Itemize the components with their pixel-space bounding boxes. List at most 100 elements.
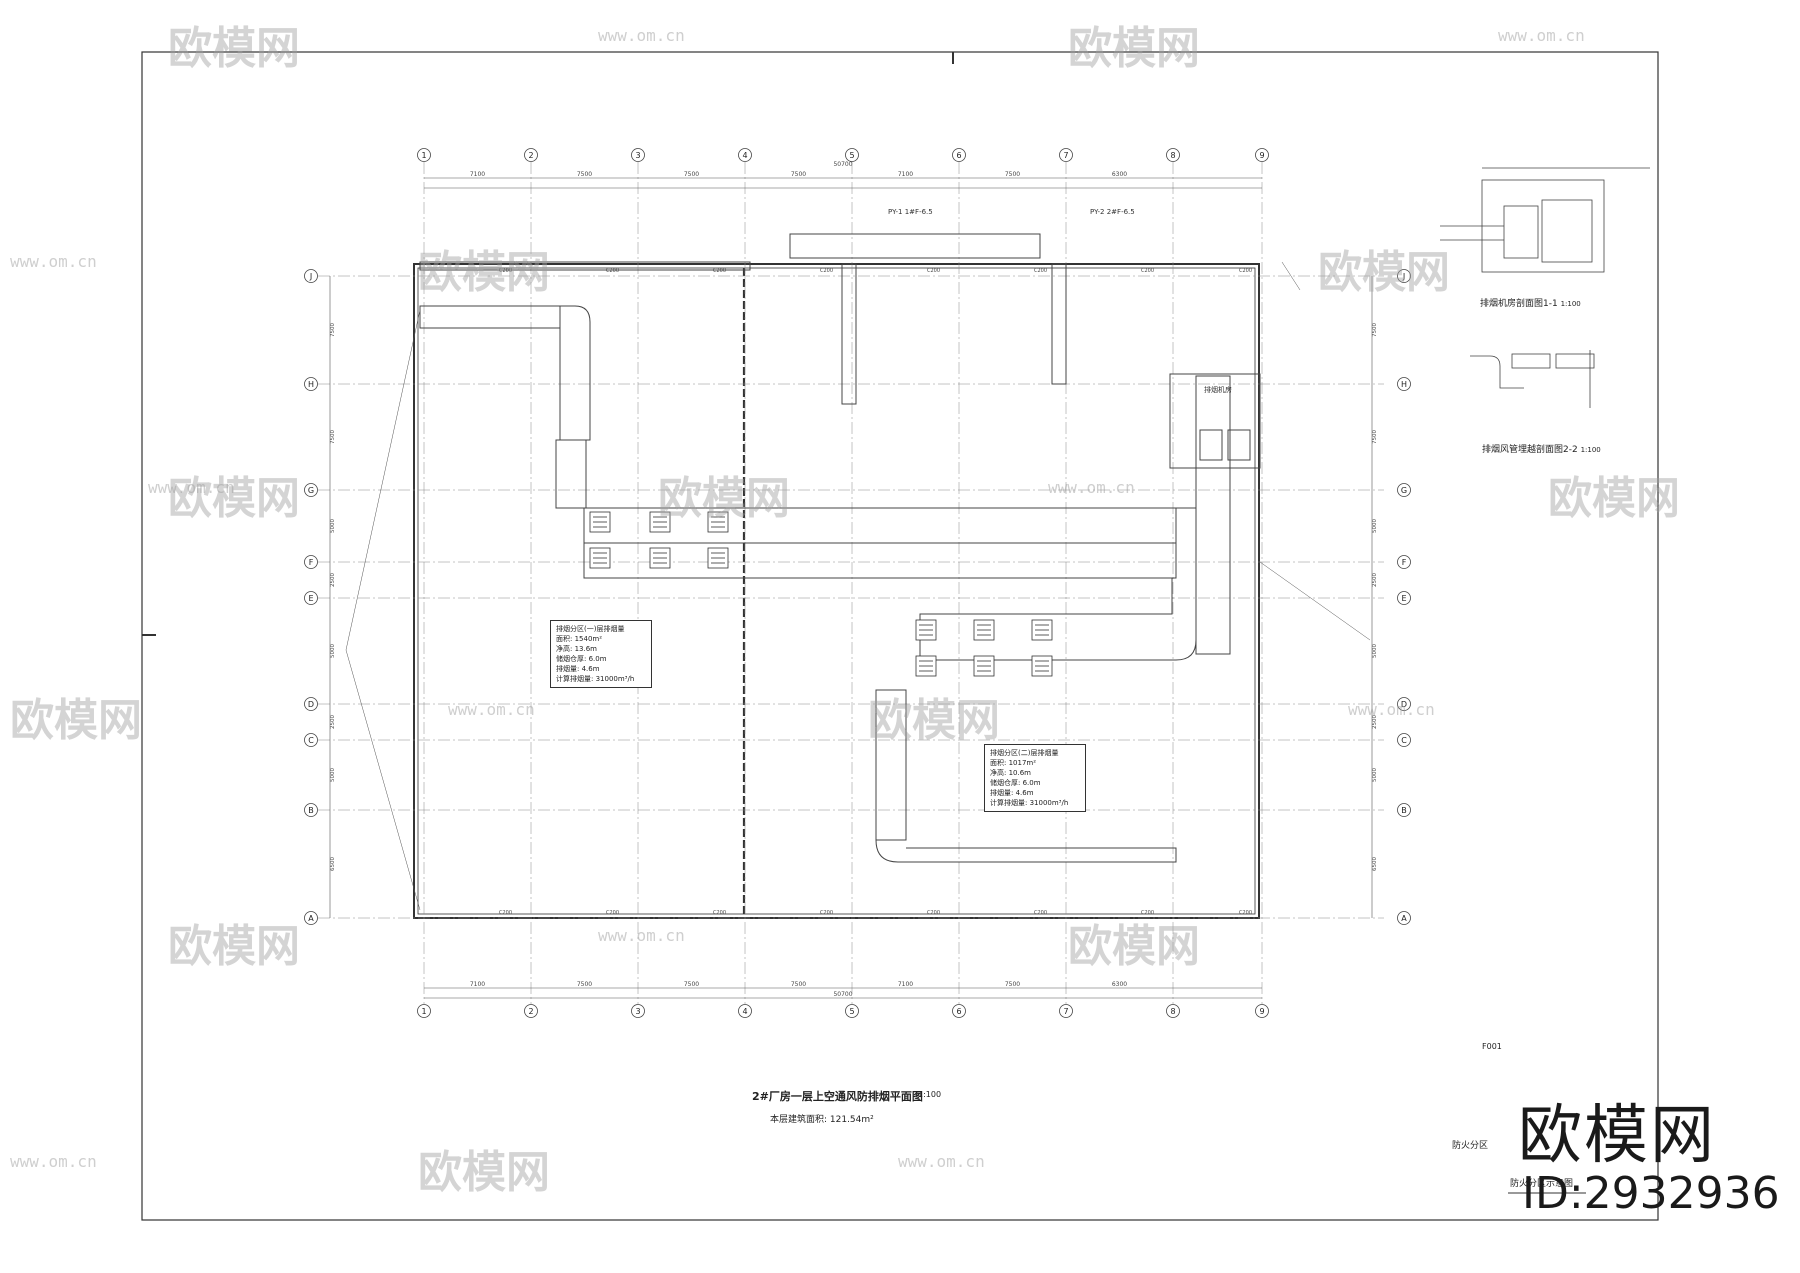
drawing-scale: 1:100 [918,1090,942,1099]
dimension-text: 6300 [1112,171,1127,178]
grid-bubble-row: G [304,483,318,497]
grid-bubble-row: B [304,803,318,817]
column-tag: C200 [1239,910,1252,916]
grid-bubble-col: 9 [1255,148,1269,162]
column-tag: C200 [820,268,833,274]
grid-bubble-row: J [1397,269,1411,283]
exhaust-grille [649,511,671,533]
sheet-border [141,51,1659,1221]
note-line: 面积: 1017m² [990,759,1037,767]
dimension-text: 7500 [330,323,336,337]
grid-bubble-col: 9 [1255,1004,1269,1018]
svg-text:5: 5 [849,151,854,160]
note-line: 计算排烟量: 31000m³/h [556,675,635,683]
smoke-zone-note-2: 排烟分区(二)层排烟量 面积: 1017m² 净高: 10.6m 储烟仓厚: 6… [984,744,1086,812]
axis-grid [318,162,1384,1004]
note-line: 排烟量: 4.6m [990,789,1034,797]
grid-bubble-col: 2 [524,148,538,162]
exhaust-grille [589,511,611,533]
svg-text:A: A [1401,914,1407,923]
svg-text:1: 1 [421,151,426,160]
grid-bubble-row: F [1397,555,1411,569]
column-tag: C200 [820,910,833,916]
watermark-url: www.om.cn [10,252,97,271]
area-note: 本层建筑面积: 121.54m² [770,1115,874,1125]
svg-text:B: B [308,806,314,815]
grid-bubble-row: A [304,911,318,925]
dimension-lines [329,177,1373,999]
watermark: 欧模网 [10,695,142,746]
watermark: 欧模网 [168,473,300,524]
watermark-url: www.om.cn [148,478,235,497]
column-tag: C200 [606,268,619,274]
watermark: 欧模网 [1318,247,1450,298]
exhaust-grille [707,511,729,533]
dimension-text: 7100 [898,981,913,988]
drawing-title: 2#厂房一层上空通风防排烟平面图 [752,1090,923,1103]
exhaust-grille [1031,619,1053,641]
dimension-text: 5000 [1372,644,1378,658]
svg-text:G: G [308,486,314,495]
dimension-text: 7500 [1372,430,1378,444]
exhaust-grille [589,547,611,569]
exhaust-grille [915,655,937,677]
watermark: 欧模网 [1068,23,1200,74]
svg-text:D: D [308,700,314,709]
dimension-text: 7500 [1005,981,1020,988]
watermark: 欧模网 [418,1147,550,1198]
note-line: 面积: 1540m² [556,635,603,643]
grid-bubble-col: 5 [845,148,859,162]
svg-text:H: H [308,380,314,389]
svg-text:8: 8 [1170,1007,1175,1016]
grid-bubble-col: 2 [524,1004,538,1018]
dimension-text: 6500 [1372,857,1378,871]
note-line: 储烟仓厚: 6.0m [990,779,1041,787]
svg-text:8: 8 [1170,151,1175,160]
grid-bubble-row: H [1397,377,1411,391]
section-2-scale: 1:100 [1580,446,1601,454]
section-1-name: 排烟机房剖面图1-1 [1480,299,1558,309]
dimension-text: 5000 [1372,519,1378,533]
legend-fire-zone: 防火分区 [1452,1141,1489,1151]
column-tag: C200 [499,268,512,274]
air-grilles [589,511,1053,677]
column-tag: C200 [1034,268,1047,274]
legend-fire-zone-diagram: 防火分区示意图 [1510,1179,1574,1189]
svg-text:2: 2 [528,1007,533,1016]
svg-text:5: 5 [849,1007,854,1016]
svg-text:9: 9 [1259,1007,1264,1016]
grid-bubble-col: 5 [845,1004,859,1018]
svg-text:4: 4 [742,1007,747,1016]
dimension-text: 7500 [684,171,699,178]
dimension-text: 6300 [1112,981,1127,988]
watermark: 欧模网 [1068,921,1200,972]
svg-text:3: 3 [635,1007,640,1016]
watermark-url: www.om.cn [598,26,685,45]
section-2-name: 排烟风管埋越剖面图2-2 [1482,445,1578,455]
column-tag: C200 [713,910,726,916]
svg-text:H: H [1401,380,1407,389]
svg-text:E: E [308,594,313,603]
svg-text:E: E [1401,594,1406,603]
grid-bubble-row: D [1397,697,1411,711]
smoke-zone-note-1: 排烟分区(一)层排烟量 面积: 1540m² 净高: 13.6m 储烟仓厚: 6… [550,620,652,688]
section-1-scale: 1:100 [1560,300,1581,308]
watermark: 欧模网 [168,23,300,74]
watermark: 欧模网 [418,247,550,298]
room-tag: 排烟机房 [1204,386,1232,394]
note-line: 排烟量: 4.6m [556,665,600,673]
brand-logo-text: 欧模网 [1518,1099,1716,1173]
section-2-2-sketch [1470,350,1595,408]
dimension-text: 7500 [577,981,592,988]
sheet-code: F001 [1482,1042,1502,1051]
dimension-text: 2500 [330,573,336,587]
column-tag: C200 [713,268,726,274]
grid-bubble-col: 1 [417,1004,431,1018]
grid-bubble-col: 6 [952,1004,966,1018]
grid-bubble-row: B [1397,803,1411,817]
svg-text:J: J [309,272,312,281]
grid-bubble-col: 8 [1166,1004,1180,1018]
svg-text:C: C [308,736,314,745]
